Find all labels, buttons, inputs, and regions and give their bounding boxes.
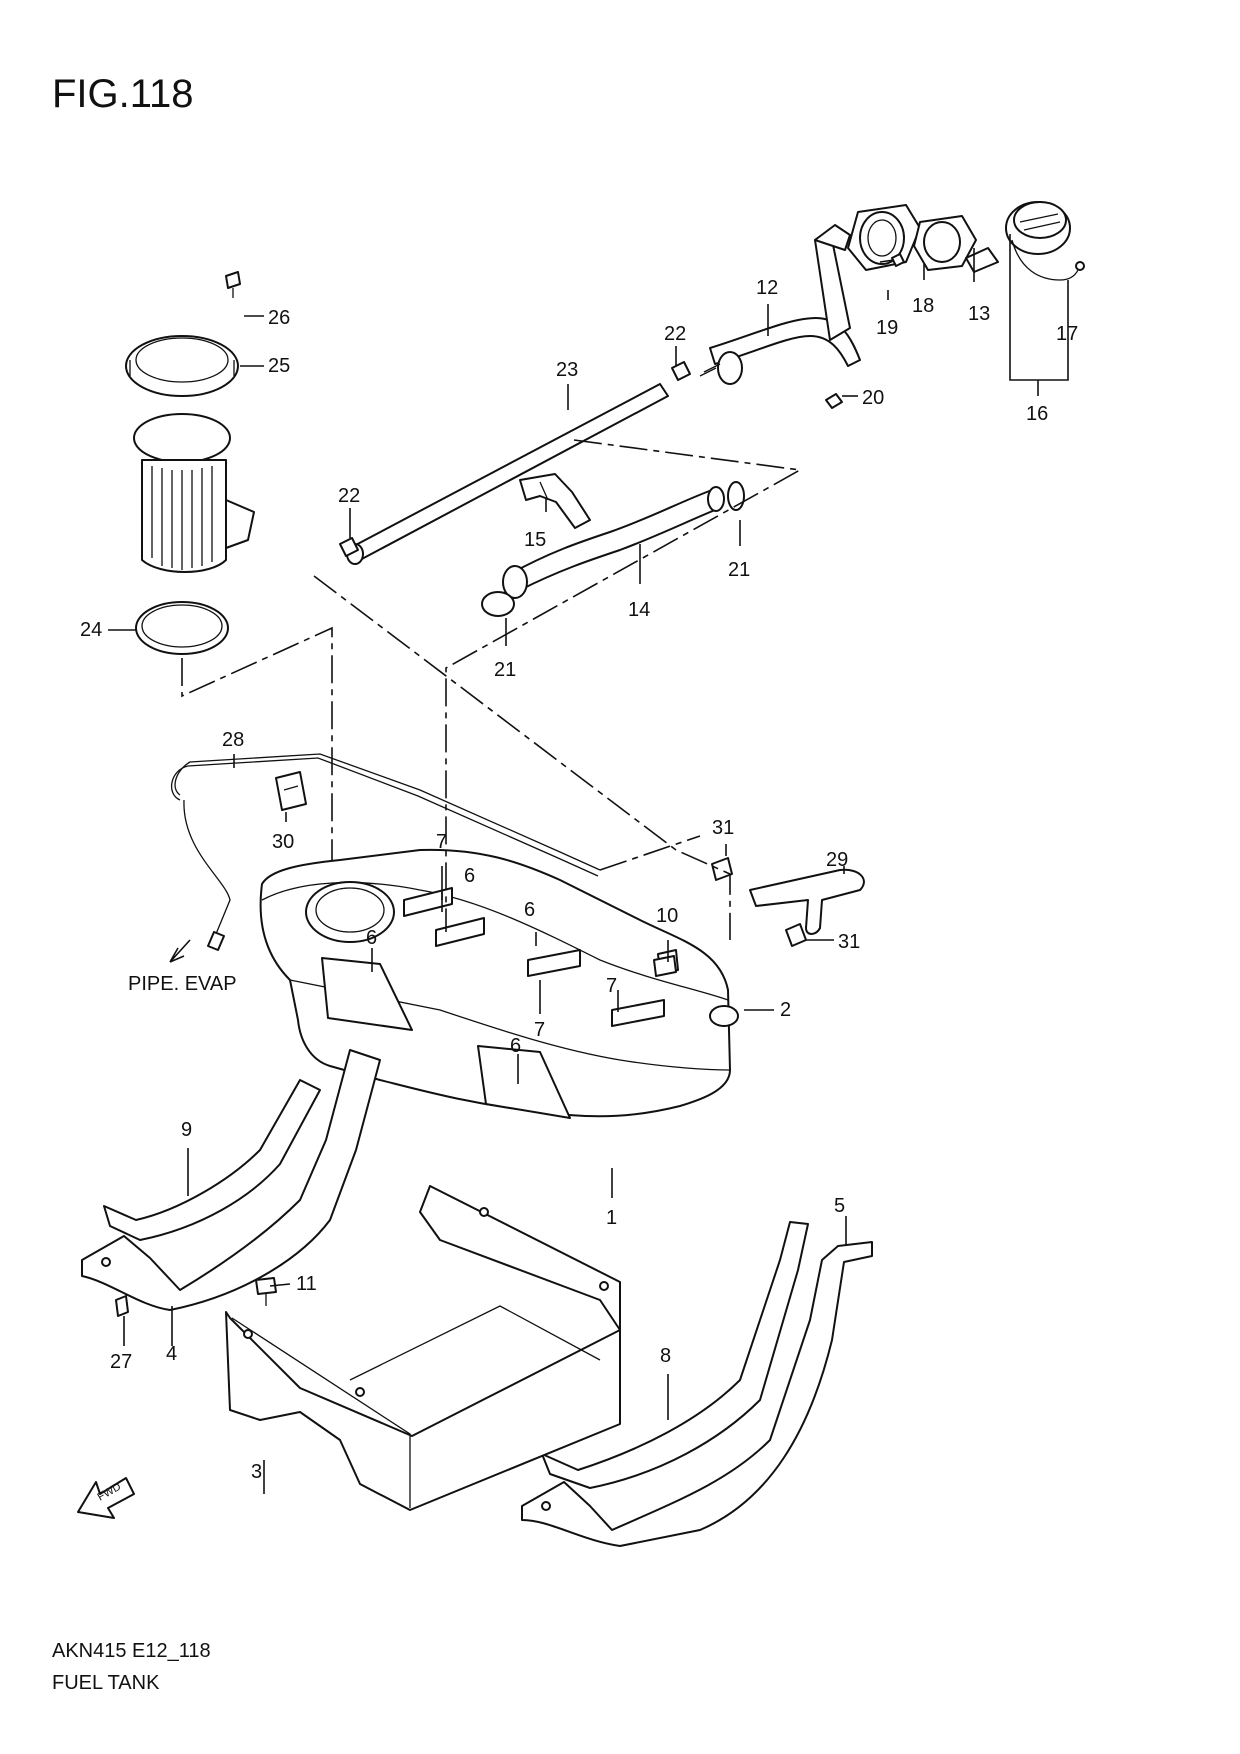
callout-15: 15 [524,529,546,551]
tank-band-left-cushion [103,1079,321,1241]
protector-bolt [255,1277,277,1306]
lock-ring [125,335,239,397]
hose-bracket [519,473,591,529]
tank-band-right-cushion [541,1221,809,1489]
fuel-tank [259,848,731,1119]
callout-18: 18 [912,295,934,317]
callout-5: 5 [834,1195,845,1217]
figure-name: FUEL TANK [52,1672,160,1694]
figure-code: AKN415 E12_118 [52,1640,211,1662]
figure-title: FIG.118 [52,72,194,116]
callout-29: 29 [826,849,848,871]
callout-12: 12 [756,277,778,299]
filler-hose-clamp-left [481,591,515,617]
tank-band-left [81,1049,381,1311]
hose-clamp-lower [339,537,359,557]
callout-24: 24 [80,619,102,641]
callout-6d: 6 [510,1035,521,1057]
tank-hose-clamp-2 [785,923,807,947]
callout-2: 2 [780,999,791,1021]
tank-band-right [521,1241,873,1547]
evap-pipe [170,753,601,951]
assembly-line-hose [313,575,731,940]
filler-neck-inlet-flange [847,204,921,271]
callout-1: 1 [606,1207,617,1229]
hose-clamp-upper [671,361,691,381]
filler-hose [502,486,725,599]
evap-pipe-note: PIPE. EVAP [128,973,237,995]
callout-21a: 21 [728,559,750,581]
tank-hose-clamp-1 [711,857,733,881]
fuel-cap [1005,201,1085,281]
callout-4: 4 [166,1343,177,1365]
filler-neck-bolt [825,393,843,409]
callout-7b: 7 [534,1019,545,1041]
callout-19: 19 [876,317,898,339]
callout-20: 20 [862,387,884,409]
callout-26: 26 [268,307,290,329]
callout-22a: 22 [664,323,686,345]
assembly-line-evap [599,835,701,871]
tank-protector [225,1185,621,1511]
filler-neck-screw [879,253,905,267]
fwd-arrow: FWD [77,1477,135,1519]
callout-9: 9 [181,1119,192,1141]
callout-numbers: 1 2 3 4 5 6 6 6 6 7 7 7 8 9 10 11 12 13 … [80,277,1078,1483]
band-bolt-left [115,1295,129,1317]
callout-8: 8 [660,1345,671,1367]
cushion [653,955,677,977]
callout-17: 17 [1056,323,1078,345]
callout-31a: 31 [712,817,734,839]
pipe-clamp [275,771,307,811]
callout-28: 28 [222,729,244,751]
callout-11: 11 [296,1273,317,1295]
callout-31b: 31 [838,931,860,953]
callout-13: 13 [968,303,990,325]
callout-23: 23 [556,359,578,381]
filler-gasket-ring [913,215,977,271]
pump-guide-line [181,626,333,864]
callout-25: 25 [268,355,290,377]
callout-7c: 7 [606,975,617,997]
leader-lines [108,234,1069,1494]
filler-neck-pipe [699,224,861,385]
filler-grommet [709,1005,739,1027]
lock-ring-bolt [225,271,241,298]
callout-30: 30 [272,831,294,853]
callout-6c: 6 [524,899,535,921]
assembly-line-filler [445,439,803,932]
callout-22b: 22 [338,485,360,507]
callout-10: 10 [656,905,678,927]
callout-14: 14 [628,599,650,621]
callout-3: 3 [251,1461,262,1483]
fuel-pump-module [133,413,255,573]
callout-16: 16 [1026,403,1048,425]
callout-6b: 6 [366,927,377,949]
pump-o-ring [135,601,229,655]
breather-hose [749,868,865,935]
callout-27: 27 [110,1351,132,1373]
callout-21b: 21 [494,659,516,681]
evap-arrow [169,939,191,963]
callout-7a: 7 [436,831,447,853]
callout-6a: 6 [464,865,475,887]
